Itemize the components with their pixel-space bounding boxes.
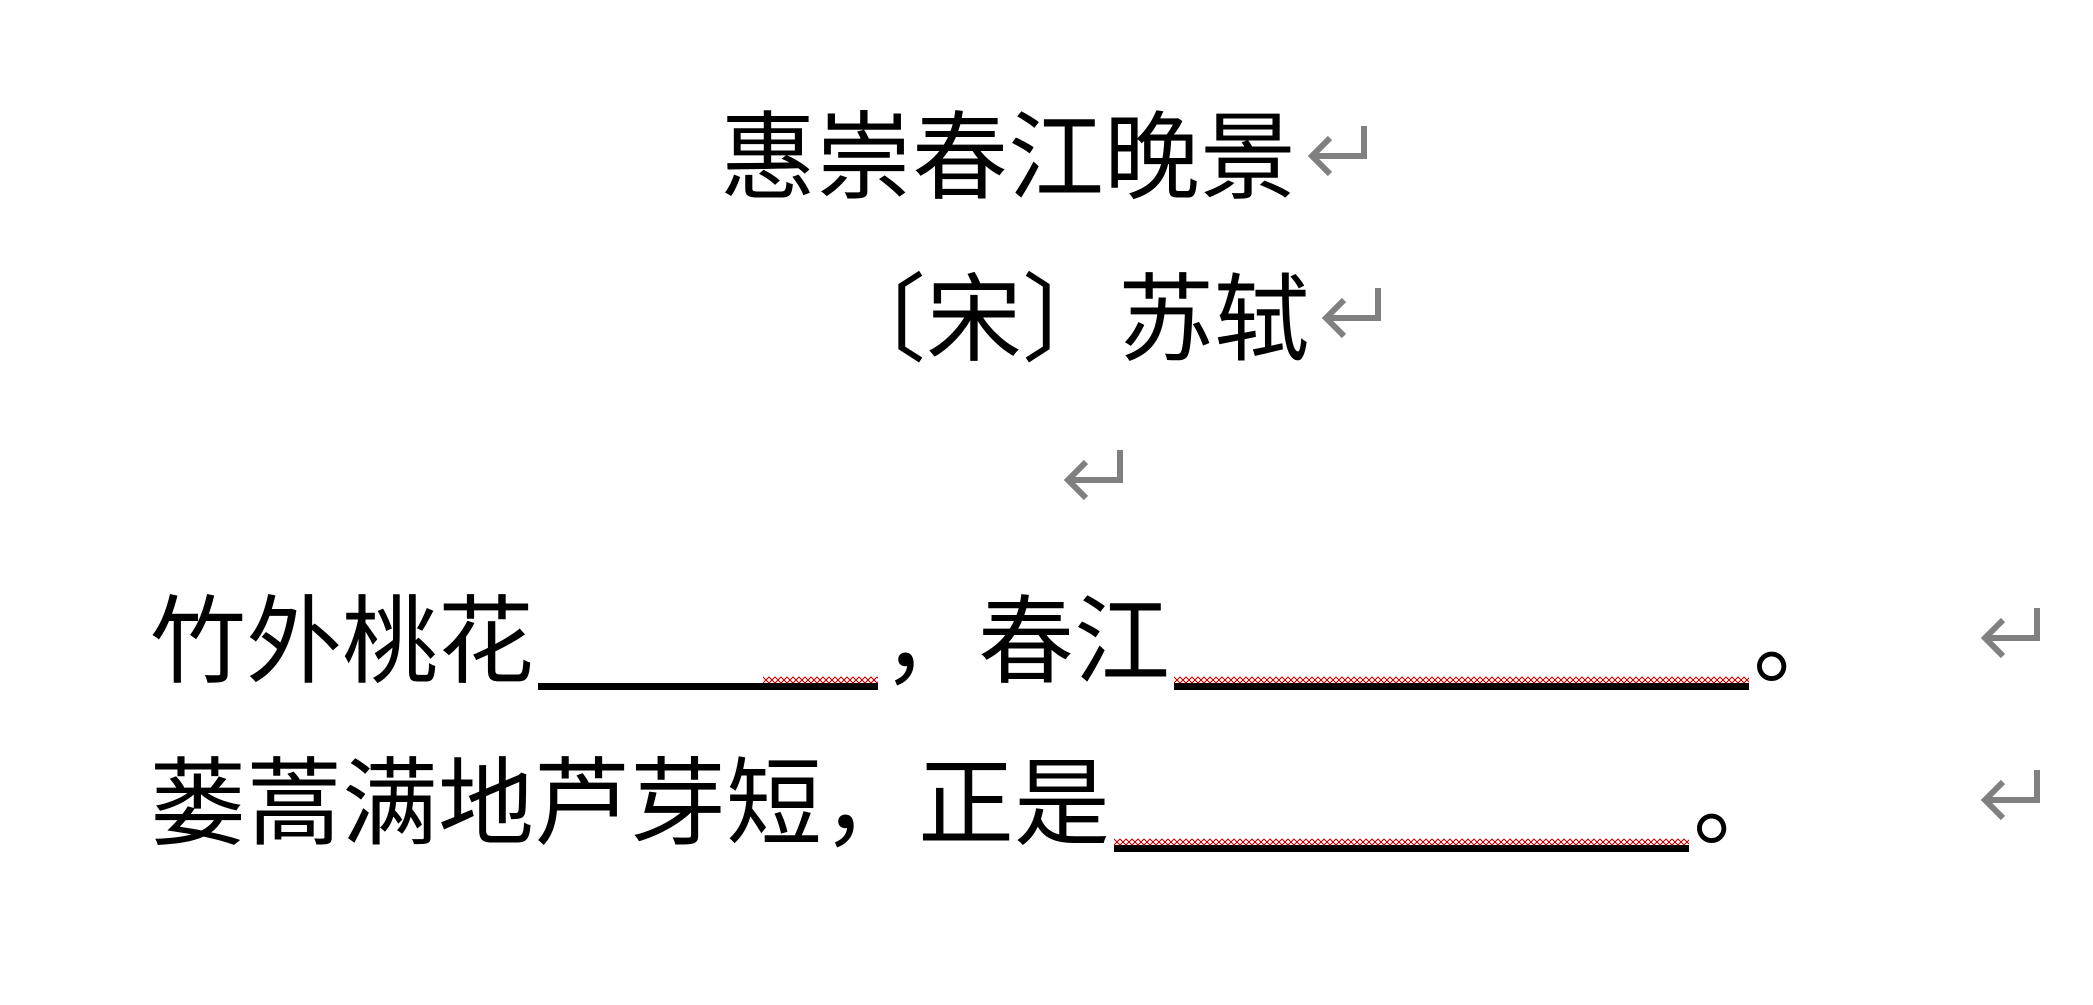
spellcheck-squiggle <box>1114 838 1689 846</box>
paragraph-mark-icon <box>1058 440 1128 510</box>
poem-title: 惠崇春江晚景 <box>720 102 1296 214</box>
spellcheck-squiggle <box>1174 676 1749 684</box>
paragraph-mark-icon <box>1975 760 2045 830</box>
blank-underline <box>1114 845 1689 852</box>
fill-blank-2[interactable] <box>1174 604 1749 690</box>
verse-line-1: 竹外桃花 ，春江 。 <box>150 580 1849 690</box>
blank-underline <box>1174 683 1749 690</box>
verse-1-end: 。 <box>1753 586 1849 698</box>
spellcheck-squiggle <box>763 676 878 684</box>
verse-1-middle: ，春江 <box>882 586 1170 698</box>
poem-author: 〔宋〕苏轼 <box>830 264 1310 376</box>
fill-blank-1[interactable] <box>538 604 878 690</box>
poem-title-line: 惠崇春江晚景 <box>720 96 1372 206</box>
paragraph-mark-icon <box>1302 116 1372 186</box>
empty-paragraph <box>1058 420 1128 530</box>
verse-1-start: 竹外桃花 <box>150 586 534 698</box>
paragraph-mark-icon <box>1316 278 1386 348</box>
blank-underline <box>538 683 878 690</box>
paragraph-mark-icon <box>1975 598 2045 668</box>
verse-2-end: 。 <box>1693 748 1789 860</box>
poem-author-line: 〔宋〕苏轼 <box>830 258 1386 368</box>
verse-line-2: 蒌蒿满地芦芽短，正是 。 <box>150 742 1789 852</box>
fill-blank-3[interactable] <box>1114 766 1689 852</box>
verse-2-start: 蒌蒿满地芦芽短，正是 <box>150 748 1110 860</box>
